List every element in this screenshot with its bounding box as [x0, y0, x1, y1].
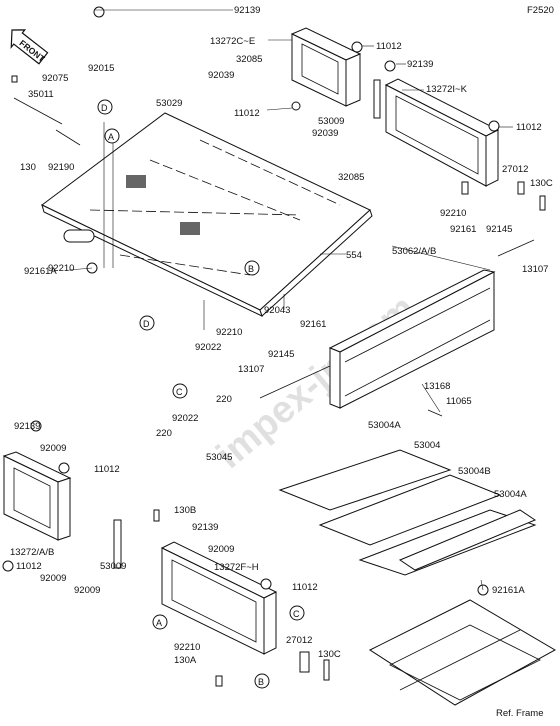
part-labels: 92139 13272C~E 11012 92139 32085 92039 1… [10, 5, 553, 719]
label-53004: 53004 [414, 440, 440, 451]
label-11012: 11012 [376, 41, 402, 52]
label-130c: 130C [318, 649, 341, 660]
callout-C: C C [172, 383, 305, 621]
label-27012: 27012 [502, 164, 528, 175]
label-11012: 11012 [94, 464, 120, 475]
svg-text:C: C [176, 387, 183, 397]
label-92161: 92161 [300, 319, 326, 330]
callout-A: A A [104, 128, 168, 630]
label-11065: 11065 [446, 396, 472, 407]
label-92210: 92210 [48, 263, 74, 274]
svg-text:B: B [258, 677, 264, 687]
label-92210: 92210 [174, 642, 200, 653]
label-11012: 11012 [292, 582, 318, 593]
label-554: 554 [346, 250, 362, 261]
reference-frame [368, 599, 557, 706]
front-arrow-icon: FRONT [10, 29, 49, 65]
svg-text:D: D [101, 103, 108, 113]
label-92139: 92139 [407, 59, 433, 70]
label-53045: 53045 [206, 452, 232, 463]
label-13272f-h: 13272F~H [214, 562, 259, 573]
label-130b: 130B [174, 505, 196, 516]
callout-B: B B [244, 260, 270, 689]
label-92161a: 92161A [492, 585, 525, 596]
diagram-id: F2520 [527, 5, 554, 16]
label-11012: 11012 [16, 561, 42, 572]
label-92043: 92043 [264, 305, 290, 316]
label-92190: 92190 [48, 162, 74, 173]
label-32085: 32085 [236, 54, 262, 65]
label-92139: 92139 [14, 421, 40, 432]
svg-text:A: A [108, 132, 114, 142]
left-panel-13272ab [2, 451, 72, 541]
bed-plate-53029 [41, 112, 373, 317]
label-53004a: 53004A [368, 420, 401, 431]
svg-text:D: D [143, 319, 150, 329]
label-220: 220 [156, 428, 172, 439]
label-92009: 92009 [40, 573, 66, 584]
bed-mats-53004 [278, 449, 537, 576]
label-130a: 130A [174, 655, 197, 666]
label-11012: 11012 [234, 108, 260, 119]
front-panel-13272c-e [290, 27, 362, 107]
tailgate-53062 [328, 269, 496, 409]
label-53009: 53009 [100, 561, 126, 572]
svg-text:A: A [156, 618, 162, 628]
right-panel-13272i-k [373, 78, 500, 187]
label-92161: 92161 [450, 224, 476, 235]
label-92015: 92015 [88, 63, 114, 74]
label-92210: 92210 [440, 208, 466, 219]
label-92009: 92009 [40, 443, 66, 454]
label-92161a: 92161A [24, 266, 57, 277]
label-32085: 32085 [338, 172, 364, 183]
label-130c: 130C [530, 178, 553, 189]
svg-text:C: C [293, 609, 300, 619]
label-92039: 92039 [208, 70, 234, 81]
label-13107: 13107 [522, 264, 548, 275]
label-13168: 13168 [424, 381, 450, 392]
label-92075: 92075 [42, 73, 68, 84]
label-27012: 27012 [286, 635, 312, 646]
label-220: 220 [216, 394, 232, 405]
label-92145: 92145 [486, 224, 512, 235]
label-92210: 92210 [216, 327, 242, 338]
label-53004b: 53004B [458, 466, 491, 477]
label-92139: 92139 [234, 5, 260, 16]
label-53009: 53009 [318, 116, 344, 127]
label-11012: 11012 [516, 122, 542, 133]
label-92022: 92022 [172, 413, 198, 424]
svg-text:B: B [248, 264, 254, 274]
label-92039: 92039 [312, 128, 338, 139]
label-53062: 53062/A/B [392, 246, 436, 257]
label-92139: 92139 [192, 522, 218, 533]
side-panel-13272f-h [113, 519, 278, 655]
label-53004a: 53004A [494, 489, 527, 500]
label-35011: 35011 [28, 89, 54, 100]
label-13272ab: 13272/A/B [10, 547, 54, 558]
hardware-parts [2, 6, 546, 687]
label-92145: 92145 [268, 349, 294, 360]
leader-lines [68, 9, 513, 591]
callout-D: D D [97, 99, 155, 331]
label-92009: 92009 [74, 585, 100, 596]
label-92022: 92022 [195, 342, 221, 353]
label-53029: 53029 [156, 98, 182, 109]
label-13272i-k: 13272I~K [426, 84, 468, 95]
label-130: 130 [20, 162, 36, 173]
label-92009: 92009 [208, 544, 234, 555]
label-13107: 13107 [238, 364, 264, 375]
label-13272c-e: 13272C~E [210, 36, 255, 47]
label-ref-frame: Ref. Frame [496, 708, 544, 719]
